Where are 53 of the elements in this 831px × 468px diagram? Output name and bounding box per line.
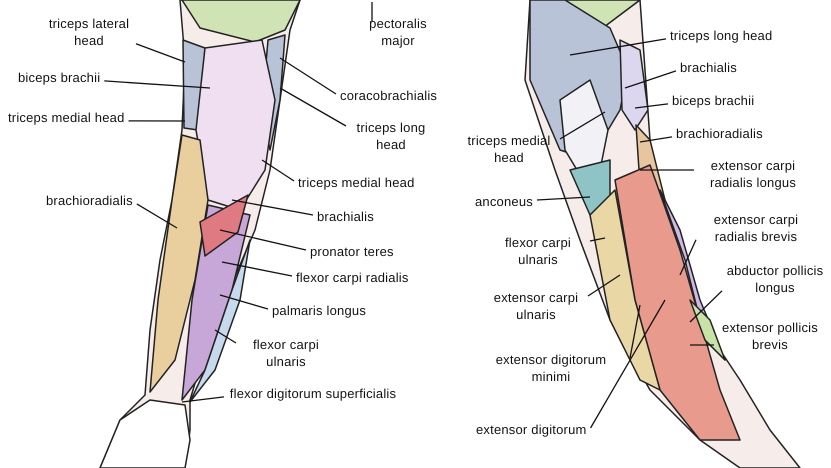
leader-line bbox=[220, 294, 268, 310]
muscle-label: triceps long head bbox=[670, 28, 772, 45]
leader-line bbox=[690, 290, 722, 322]
muscle-label: extensor carpi radialis longus bbox=[698, 158, 808, 192]
leader-line bbox=[280, 87, 346, 127]
muscle-label: flexor carpi ulnaris bbox=[490, 235, 586, 269]
muscle-label: flexor carpi radialis bbox=[296, 270, 409, 287]
leader-line bbox=[262, 159, 294, 182]
muscle-label: triceps medial head bbox=[298, 175, 415, 192]
muscle-label: pronator teres bbox=[310, 244, 394, 261]
muscle-label: triceps medial head bbox=[8, 110, 125, 127]
leader-line bbox=[220, 229, 306, 251]
muscle-label: extensor digitorum bbox=[476, 422, 587, 439]
leader-line bbox=[679, 240, 697, 276]
leader-line bbox=[182, 396, 224, 403]
muscle-label: extensor carpi ulnaris bbox=[488, 290, 584, 324]
muscle-label: extensor pollicis brevis bbox=[718, 320, 822, 354]
muscle-label: brachialis bbox=[317, 209, 374, 226]
leader-line bbox=[222, 261, 292, 277]
muscle-label: extensor carpi radialis brevis bbox=[700, 212, 812, 246]
leader-line bbox=[690, 344, 714, 346]
muscle-label: extensor digitorum minimi bbox=[476, 352, 626, 386]
muscle-label: abductor pollicis longus bbox=[726, 263, 824, 297]
muscle-label: flexor carpi ulnaris bbox=[240, 337, 332, 371]
leader-line bbox=[624, 70, 676, 89]
leader-line bbox=[590, 300, 666, 428]
leader-line bbox=[232, 199, 314, 216]
leader-line bbox=[136, 203, 178, 229]
leader-line bbox=[634, 103, 668, 109]
leader-line bbox=[128, 120, 185, 122]
muscle-label: triceps lateral head bbox=[46, 16, 132, 50]
leader-line bbox=[640, 136, 672, 143]
muscle-label: coracobrachialis bbox=[340, 88, 438, 105]
muscle-label: brachioradialis bbox=[676, 126, 763, 143]
leader-line bbox=[280, 57, 336, 95]
muscle-label: brachialis bbox=[680, 60, 737, 77]
muscle-label: biceps brachii bbox=[18, 70, 100, 87]
leader-line bbox=[536, 196, 590, 201]
muscle-label: pectoralis major bbox=[355, 16, 441, 50]
leader-line bbox=[371, 2, 373, 22]
muscle-label: anconeus bbox=[475, 194, 533, 211]
leader-line bbox=[214, 329, 236, 344]
muscle-label: flexor digitorum superficialis bbox=[228, 386, 398, 403]
muscle-label: biceps brachii bbox=[672, 93, 754, 110]
leader-line bbox=[136, 43, 186, 63]
leader-line bbox=[590, 237, 606, 242]
leader-line bbox=[629, 304, 641, 358]
leader-line bbox=[640, 169, 694, 171]
muscle-label: palmaris longus bbox=[272, 303, 366, 320]
muscle-label: brachioradialis bbox=[46, 193, 133, 210]
leader-line bbox=[570, 38, 666, 56]
muscle-label: triceps long head bbox=[350, 120, 432, 154]
leader-line bbox=[104, 80, 210, 89]
